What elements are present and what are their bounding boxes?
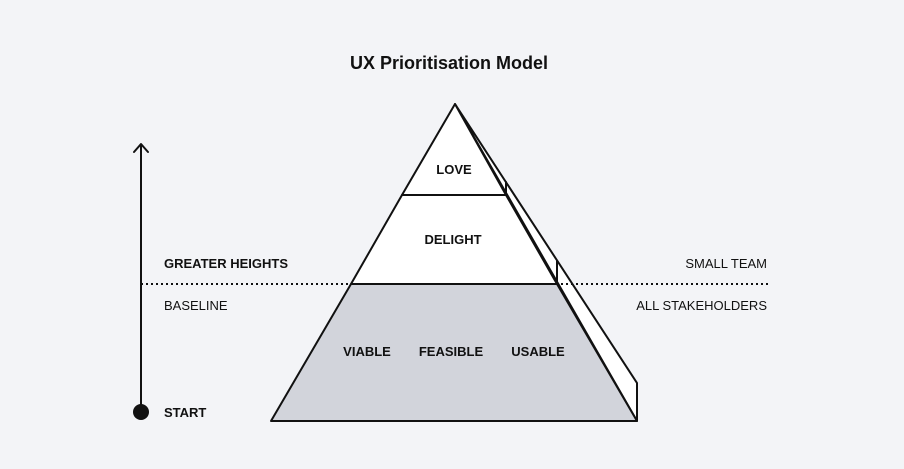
arrow-head-icon <box>133 143 149 153</box>
label-small-team: SMALL TEAM <box>685 256 767 271</box>
pyramid-label-base-usable: USABLE <box>511 344 565 359</box>
pyramid-label-base-viable: VIABLE <box>343 344 391 359</box>
pyramid-top-section <box>401 103 507 196</box>
progress-arrow <box>133 143 149 420</box>
pyramid-label-middle: DELIGHT <box>424 232 481 247</box>
label-start: START <box>164 405 206 420</box>
pyramid-label-base-feasible: FEASIBLE <box>419 344 484 359</box>
pyramid-label-top: LOVE <box>436 162 472 177</box>
diagram-title: UX Prioritisation Model <box>350 53 548 73</box>
label-greater-heights: GREATER HEIGHTS <box>164 256 288 271</box>
label-baseline: BASELINE <box>164 298 228 313</box>
label-all-stakeholders: ALL STAKEHOLDERS <box>636 298 767 313</box>
start-dot-icon <box>133 404 149 420</box>
